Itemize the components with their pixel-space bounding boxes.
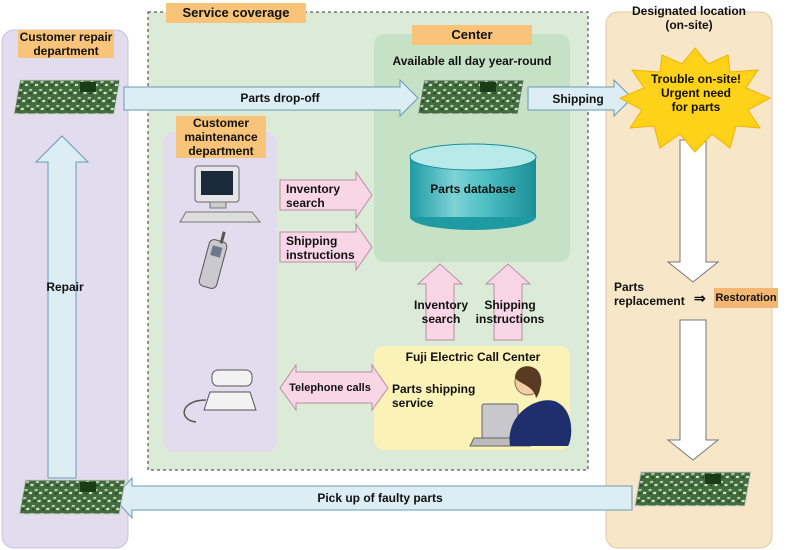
customer-repair-department-label: Customer repair department bbox=[18, 30, 114, 58]
parts-dropoff-label: Parts drop-off bbox=[240, 91, 320, 105]
operator-icon bbox=[469, 366, 572, 447]
call-center-label: Fuji Electric Call Center bbox=[405, 350, 541, 364]
down-arrow-2 bbox=[666, 319, 720, 461]
designated-location-label: Designated location (on-site) bbox=[631, 4, 747, 32]
parts-database-icon bbox=[409, 143, 537, 230]
shipping-instructions-label: Shipping instructions bbox=[286, 234, 355, 262]
shipping-label: Shipping bbox=[552, 92, 604, 106]
telephone-icon bbox=[183, 369, 257, 423]
circuit-board-icon bbox=[634, 471, 752, 507]
trouble-label: Trouble on-site! Urgent need for parts bbox=[651, 72, 741, 114]
parts-replacement-label: Parts replacement bbox=[614, 280, 685, 308]
service-coverage-label: Service coverage bbox=[166, 3, 306, 23]
pickup-arrow bbox=[113, 476, 633, 520]
repair-arrow bbox=[34, 135, 90, 479]
center-label: Center bbox=[412, 25, 532, 45]
mobile-phone-icon bbox=[198, 231, 228, 289]
telephone-calls-label: Telephone calls bbox=[289, 382, 371, 394]
restoration-label: Restoration bbox=[714, 288, 778, 308]
customer-maintenance-department-label: Customer maintenance department bbox=[176, 116, 266, 158]
parts-dropoff-arrow bbox=[123, 78, 419, 118]
inventory-search-label: Inventory search bbox=[286, 182, 341, 210]
shipping-instructions-arrow bbox=[279, 222, 373, 272]
shipping-arrow bbox=[527, 78, 633, 118]
inventory-search-up-arrow bbox=[416, 263, 464, 341]
telephone-calls-arrow bbox=[279, 363, 389, 412]
trouble-starburst bbox=[618, 47, 772, 153]
circuit-board-icon bbox=[18, 479, 126, 515]
circuit-board-icon bbox=[13, 79, 121, 115]
shipping-instructions-up-arrow bbox=[484, 263, 532, 341]
restoration-arrow-glyph: ⇒ bbox=[694, 290, 706, 306]
inventory-search-arrow bbox=[279, 170, 373, 220]
available-label: Available all day year-round bbox=[392, 54, 552, 68]
parts-shipping-service-label: Parts shipping service bbox=[392, 382, 476, 410]
down-arrow-1 bbox=[666, 139, 720, 283]
parts-database-label: Parts database bbox=[430, 182, 516, 196]
inventory-search-up-label: Inventory search bbox=[413, 298, 468, 326]
shipping-instructions-up-label: Shipping instructions bbox=[475, 298, 545, 326]
computer-icon bbox=[179, 165, 262, 223]
repair-label: Repair bbox=[46, 280, 84, 294]
circuit-board-icon bbox=[417, 79, 525, 115]
pickup-label: Pick up of faulty parts bbox=[317, 491, 443, 505]
